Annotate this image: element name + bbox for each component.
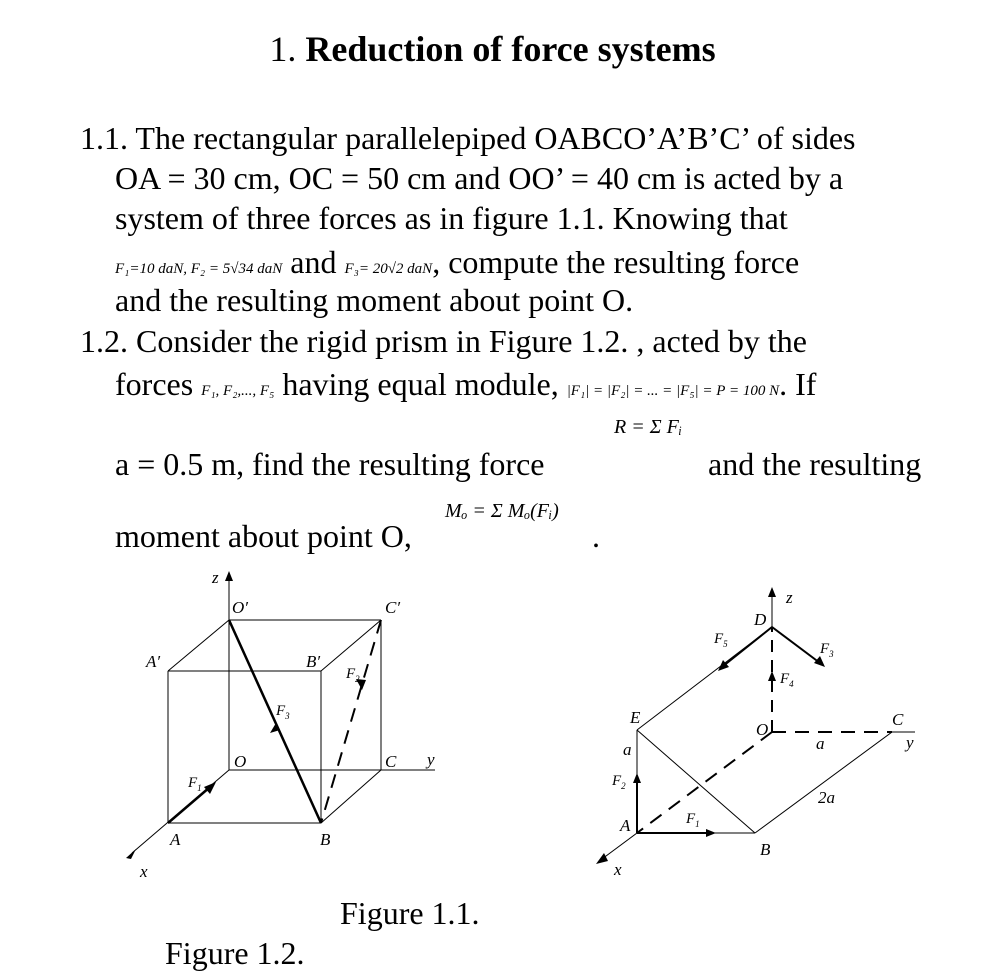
force-f5 [721, 626, 773, 668]
force-f3-arrow [270, 723, 280, 733]
p1-line3: system of three forces as in figure 1.1.… [115, 200, 788, 236]
edge-b1-c1 [320, 619, 382, 672]
figure-1-1-caption: Figure 1.1. [340, 895, 480, 931]
label-x: x [139, 862, 148, 881]
f3-value: F₃= 20√2 daN [344, 261, 433, 277]
x-axis [601, 832, 638, 860]
p2-line4b: . [592, 518, 600, 554]
label-b-prime: B′ [306, 652, 320, 671]
figure-1-2: z D E O C y a a 2a A B x F1 F2 F3 F4 F5 [596, 587, 915, 879]
label-o: O [234, 752, 246, 771]
title-text: Reduction of force systems [305, 29, 716, 69]
label-a: A [169, 830, 181, 849]
if-word: . If [779, 366, 817, 402]
dashed-o-a [636, 731, 773, 834]
p2-line3b: and the resulting [708, 446, 922, 482]
force-f5-arrow [718, 660, 729, 671]
z-axis-arrow [768, 587, 776, 597]
label-f1: F1 [187, 775, 202, 793]
x-axis-arrow [126, 849, 136, 859]
label-y: y [904, 733, 914, 752]
label-z: z [211, 568, 219, 587]
label-a-ae: a [623, 740, 632, 759]
label-e: E [629, 708, 641, 727]
label-a: A [619, 816, 631, 835]
force-f2-arrow [356, 679, 366, 690]
forces-word: forces [115, 366, 194, 402]
p1-line1: 1.1. The rectangular parallelepiped OABC… [80, 120, 856, 156]
edge-a1-o1 [167, 619, 230, 672]
label-o-prime: O′ [232, 598, 248, 617]
label-f2: F2 [611, 773, 626, 791]
label-b: B [320, 830, 331, 849]
p1-line4-rest: , compute the resulting force [432, 244, 800, 280]
figure-1-1: z O′ C′ A′ B′ O C y A B x F1 F2 F3 [126, 568, 435, 881]
label-y: y [425, 750, 435, 769]
label-f3: F3 [819, 641, 834, 659]
x-axis-arrow [596, 853, 608, 864]
label-f1: F1 [685, 811, 700, 829]
p1-line5: and the resulting moment about point O. [115, 282, 634, 318]
label-2a: 2a [818, 788, 835, 807]
dashed-o1-b [228, 619, 322, 824]
force-f1 [167, 786, 211, 824]
and-word: and [290, 244, 337, 280]
resultant-moment-equation: Mₒ = Σ Mₒ(Fᵢ) [445, 500, 559, 522]
label-c-prime: C′ [385, 598, 400, 617]
p2-line1: 1.2. Consider the rigid prism in Figure … [80, 323, 807, 359]
edge-b-c [754, 731, 893, 834]
p1-line4: F₁=10 daN, F₂ = 5√34 daN and F₃= 20√2 da… [115, 244, 799, 281]
figure-1-2-caption: Figure 1.2. [165, 935, 305, 971]
edge-b-c [320, 769, 382, 824]
p2-line4a: moment about point O, [115, 518, 412, 554]
page-title: 1. Reduction of force systems [0, 28, 985, 70]
label-f3: F3 [275, 703, 290, 721]
title-number: 1. [269, 29, 297, 69]
force-f2-dashed [320, 619, 382, 824]
equal-module-text: having equal module, [282, 366, 559, 402]
z-axis-arrow [225, 571, 233, 581]
label-o: O [756, 720, 768, 739]
label-x: x [613, 860, 622, 879]
edge-e-b [636, 729, 756, 834]
f1-f2-values: F₁=10 daN, F₂ = 5√34 daN [115, 261, 283, 277]
label-c: C [892, 710, 904, 729]
p2-line3a: a = 0.5 m, find the resulting force [115, 446, 545, 482]
p1-line2: OA = 30 cm, OC = 50 cm and OO’ = 40 cm i… [115, 160, 844, 196]
force-f3-arrow [814, 656, 825, 667]
label-c: C [385, 752, 397, 771]
force-f4-arrow [768, 671, 776, 681]
label-f2: F2 [345, 666, 360, 684]
force-f1-arrow [706, 829, 716, 837]
resultant-force-equation: R = Σ Fᵢ [614, 416, 682, 438]
force-f2-arrow [633, 773, 641, 783]
force-f1-arrow [204, 782, 216, 794]
label-z: z [785, 588, 793, 607]
label-a-oc: a [816, 734, 825, 753]
label-f5: F5 [713, 631, 728, 649]
label-a-prime: A′ [145, 652, 160, 671]
p2-line2: forces F₁, F₂,..., F₅ having equal modul… [115, 366, 816, 403]
label-b: B [760, 840, 771, 859]
label-d: D [753, 610, 767, 629]
forces-list: F₁, F₂,..., F₅ [201, 383, 275, 399]
module-equation: |F₁| = |F₂| = ... = |F₅| = P = 100 N [566, 383, 780, 399]
label-f4: F4 [779, 671, 794, 689]
force-f3 [771, 626, 821, 664]
